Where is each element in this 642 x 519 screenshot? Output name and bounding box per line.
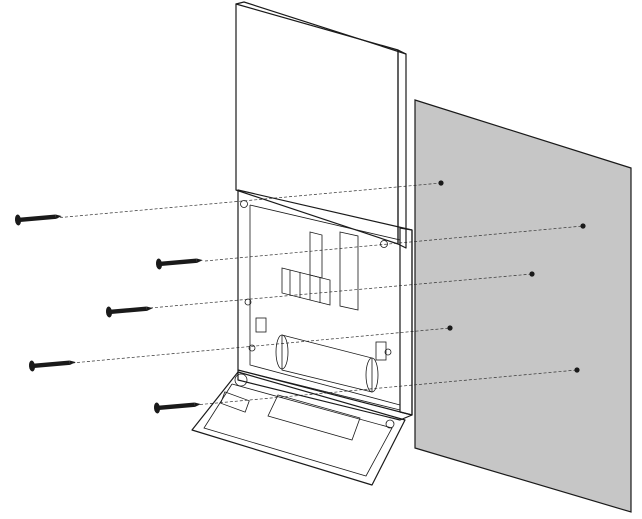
alignment-line <box>71 327 451 364</box>
wall-hole <box>438 180 444 186</box>
alignment-line <box>149 273 533 309</box>
screw <box>155 258 203 270</box>
base-housing <box>237 189 413 421</box>
alignment-lines <box>54 182 584 406</box>
wall-hole <box>574 367 580 373</box>
screw <box>153 402 201 414</box>
screw <box>105 306 153 318</box>
mounting-wall <box>414 99 632 513</box>
hinged-door <box>191 371 406 486</box>
screw <box>28 360 76 372</box>
alignment-line <box>54 182 442 219</box>
screw <box>14 214 62 226</box>
alignment-line <box>204 225 584 262</box>
wall-holes <box>438 180 586 373</box>
wall-hole <box>580 223 586 229</box>
alignment-line <box>194 369 578 406</box>
mounting-screws <box>14 214 203 414</box>
wall-hole <box>447 325 453 331</box>
front-cover <box>235 1 407 249</box>
wall-hole <box>529 271 535 277</box>
